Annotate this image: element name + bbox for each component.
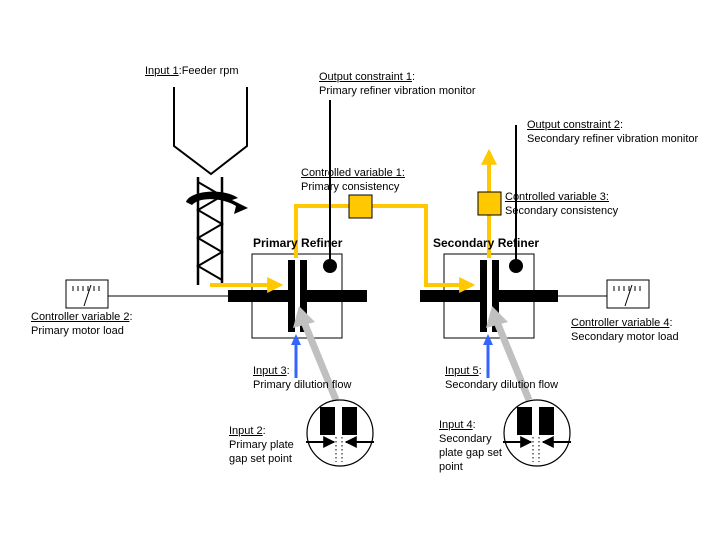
input4-line3: point — [439, 461, 463, 473]
cv2-sep: : — [129, 311, 133, 323]
output2-label: Output constraint 2: Secondary refiner v… — [527, 118, 698, 146]
input2-line2: gap set point — [229, 453, 292, 465]
secondary-plate-left — [480, 260, 487, 332]
cv1-tag: Controlled variable 1: — [301, 167, 405, 179]
primary-vibration-sensor-icon — [323, 259, 337, 273]
secondary-dilution-arrow-icon — [483, 334, 493, 378]
output2-text: Secondary refiner vibration monitor — [527, 133, 699, 145]
secondary-plate-gap-icon — [503, 399, 571, 467]
primary-shaft-right — [306, 290, 367, 302]
input1-text: Feeder rpm — [181, 65, 239, 77]
output1-label: Output constraint 1: Primary refiner vib… — [319, 70, 476, 98]
secondary-vibration-sensor-icon — [509, 259, 523, 273]
primary-plate-gap-icon — [306, 399, 374, 467]
primary-consistency-sensor-icon — [348, 194, 373, 219]
cv4-sep: : — [669, 317, 673, 329]
input4-tag: Input 4 — [439, 419, 473, 431]
primary-motor-load-gauge-icon — [65, 279, 109, 309]
output2-tag: Output constraint 2 — [527, 119, 620, 131]
input5-tag: Input 5 — [445, 365, 479, 377]
input2-sep: : — [262, 425, 266, 437]
secondary-plate-gap-arrow-icon — [486, 306, 533, 402]
cv3-label: Controlled variable 3: Secondary consist… — [505, 190, 618, 218]
secondary-motor-load-gauge-icon — [606, 279, 650, 309]
input3-tag: Input 3 — [253, 365, 287, 377]
input5-text: Secondary dilution flow — [445, 379, 559, 391]
primary-plate-gap-arrow-icon — [293, 306, 340, 402]
input4-line2: plate gap set — [439, 447, 502, 459]
feeder-hopper-icon — [173, 87, 248, 176]
input1-tag: Input 1 — [145, 65, 179, 77]
secondary-plate-right — [492, 260, 499, 332]
secondary-shaft-left — [420, 290, 480, 302]
input5-label: Input 5: Secondary dilution flow — [445, 364, 558, 392]
secondary-refiner-title: Secondary Refiner — [433, 236, 540, 250]
input2-line1: Primary plate — [229, 439, 294, 451]
input1-label: Input 1:Feeder rpm — [145, 64, 239, 78]
output2-sep: : — [619, 119, 624, 131]
cv3-tag: Controlled variable 3: — [505, 191, 609, 203]
input2-tag: Input 2 — [229, 425, 263, 437]
cv3-text: Secondary consistency — [505, 205, 619, 217]
primary-plate-left — [288, 260, 295, 332]
input1-sep: : — [178, 65, 182, 77]
cv4-label: Controller variable 4: Secondary motor l… — [571, 316, 679, 344]
secondary-shaft-right — [497, 290, 558, 302]
secondary-consistency-sensor-icon — [477, 191, 502, 216]
input4-line1: Secondary — [439, 433, 492, 445]
input3-text: Primary dilution flow — [253, 379, 352, 391]
cv2-tag: Controller variable 2 — [31, 311, 130, 323]
output1-tag: Output constraint 1 — [319, 71, 412, 83]
input3-sep: : — [286, 365, 290, 377]
cv4-tag: Controller variable 4 — [571, 317, 670, 329]
curved-rotation-arrow-icon — [186, 191, 248, 214]
output1-text: Primary refiner vibration monitor — [319, 85, 476, 97]
input3-label: Input 3: Primary dilution flow — [253, 364, 351, 392]
input4-label: Input 4: Secondary plate gap set point — [439, 418, 502, 474]
output1-sep: : — [411, 71, 416, 83]
primary-refiner-title: Primary Refiner — [253, 236, 343, 250]
cv4-text: Secondary motor load — [571, 331, 679, 343]
primary-shaft-left — [228, 290, 288, 302]
primary-plate-right — [300, 260, 307, 332]
input4-sep: : — [472, 419, 476, 431]
primary-dilution-arrow-icon — [291, 334, 301, 378]
cv2-label: Controller variable 2: Primary motor loa… — [31, 310, 133, 338]
cv2-text: Primary motor load — [31, 325, 124, 337]
input2-label: Input 2: Primary plate gap set point — [229, 424, 294, 466]
cv1-text: Primary consistency — [301, 181, 400, 193]
cv1-label: Controlled variable 1: Primary consisten… — [301, 166, 405, 194]
input5-sep: : — [478, 365, 482, 377]
